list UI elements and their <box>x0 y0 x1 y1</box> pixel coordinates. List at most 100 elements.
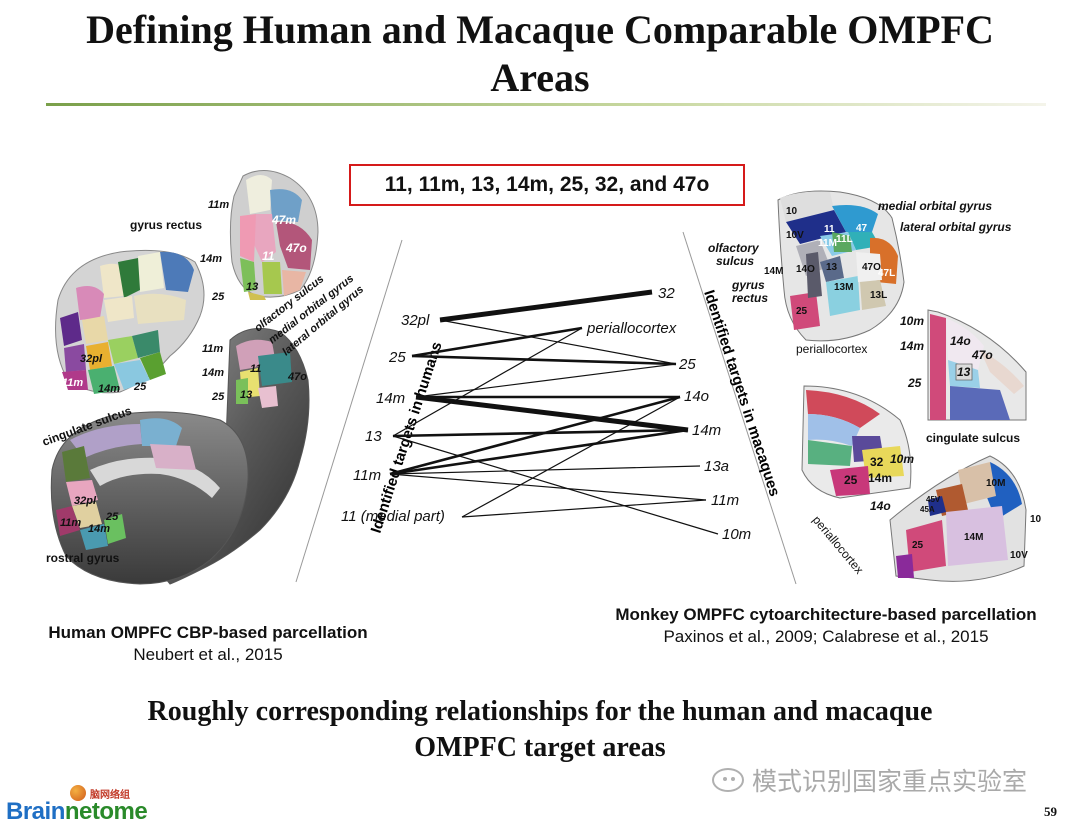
mb-label: rectus <box>732 291 768 305</box>
mapping-link <box>389 465 701 475</box>
hb-label: 25 <box>211 391 225 403</box>
macaque-target-25: 25 <box>678 356 696 373</box>
mapping-link <box>415 394 689 433</box>
globe-icon <box>70 785 86 801</box>
hb-label: 11m <box>202 343 223 355</box>
macaque-target-11m: 11m <box>711 492 739 509</box>
macaque-target-13a: 13a <box>704 458 729 475</box>
hb-label: gyrus rectus <box>130 218 202 232</box>
mb-label: olfactory <box>708 241 760 255</box>
mb-label: 10m <box>890 452 914 466</box>
hb-label: 25 <box>133 381 147 393</box>
mb-label: 10M <box>986 478 1005 489</box>
mapping-link <box>461 499 707 518</box>
mb-label: medial orbital gyrus <box>878 199 992 213</box>
mapping-link <box>411 354 677 366</box>
hb-label: 11 <box>262 249 275 263</box>
mb-label: 25 <box>844 473 858 487</box>
hb-label: 11 <box>250 363 261 375</box>
hb-label: 47o <box>285 241 307 255</box>
mapping-link <box>439 289 653 323</box>
mapping-link <box>392 435 719 535</box>
hb-label: 11m <box>208 199 229 211</box>
mb-label: 10 <box>1030 514 1042 525</box>
monkey-caption: Monkey OMPFC cytoarchitecture-based parc… <box>615 605 1037 646</box>
mapping-link <box>389 395 681 476</box>
monkey-medial-wedge <box>927 309 1027 421</box>
macaque-target-labels: 32 periallocortex 25 14o 14m 13a 11m 10m <box>586 285 751 543</box>
human-caption: Human OMPFC CBP-based parcellation Neube… <box>48 623 368 664</box>
mb-label: 47o <box>971 348 993 362</box>
mb-label: 13 <box>826 262 838 273</box>
brainnetome-logo: 脑网络组 Brainnetome <box>6 785 148 825</box>
mb-label: 14o <box>870 499 891 513</box>
mb-label: 45V <box>926 495 941 504</box>
hb-label: 14m <box>200 253 222 265</box>
mb-label: 47L <box>878 268 895 279</box>
macaque-target-10m: 10m <box>722 526 751 543</box>
hb-label: 47o <box>287 371 307 383</box>
target-areas-box: 11, 11m, 13, 14m, 25, 32, and 47o <box>349 164 745 206</box>
title-underline <box>46 103 1046 106</box>
mb-label: 47O <box>862 262 881 273</box>
mapping-diagram: Identified targets in humans Identified … <box>295 231 797 585</box>
mb-label: 11L <box>836 234 853 245</box>
hb-label: 25 <box>211 291 225 303</box>
mapping-link <box>461 396 681 518</box>
wechat-icon <box>712 768 744 792</box>
human-target-11-medial: 11 (medial part) <box>341 508 445 525</box>
macaque-target-periallocortex: periallocortex <box>586 320 677 337</box>
mb-label: lateral orbital gyrus <box>900 220 1012 234</box>
hb-label: 47m <box>271 213 296 227</box>
mb-label: 14m <box>868 471 892 485</box>
mb-label: 10V <box>1010 550 1028 561</box>
mb-label: 14M <box>764 266 783 277</box>
human-ventral-view <box>229 170 319 300</box>
hb-label: 13 <box>246 281 258 293</box>
mb-label: 25 <box>907 376 922 390</box>
mb-label: 11 <box>824 224 835 235</box>
hb-label: 25 <box>105 511 119 523</box>
human-lateral-view <box>55 249 205 394</box>
human-target-25: 25 <box>388 349 406 366</box>
mb-label: 14m <box>900 339 924 353</box>
monkey-brain-panels: 10 10V medial orbital gyrus lateral orbi… <box>708 190 1042 582</box>
mb-label: gyrus <box>731 278 765 292</box>
hb-label: 14m <box>88 523 110 535</box>
hb-label: 13 <box>240 389 252 401</box>
mb-label: cingulate sulcus <box>926 431 1020 445</box>
human-target-32pl: 32pl <box>401 312 430 329</box>
macaque-target-14m: 14m <box>692 422 721 439</box>
monkey-orbital-map <box>777 190 905 342</box>
mb-label: 14o <box>950 334 971 348</box>
hb-label: 11m <box>62 377 83 389</box>
human-target-13: 13 <box>365 428 382 445</box>
mb-label: 13 <box>957 365 971 379</box>
slide-title: Defining Human and Macaque Comparable OM… <box>86 7 994 100</box>
hb-label: 11m <box>60 517 81 529</box>
mb-label: 10V <box>786 230 804 241</box>
mb-label: 14O <box>796 264 815 275</box>
mb-label: 14M <box>964 532 983 543</box>
watermark: 模式识别国家重点实验室 <box>712 762 1052 798</box>
monkey-3d-view <box>889 455 1027 582</box>
mb-label: 25 <box>796 306 808 317</box>
monkey-coronal-view <box>801 385 912 499</box>
mb-label: 45A <box>920 505 935 514</box>
right-bracket <box>682 231 797 585</box>
mapping-link <box>415 363 677 398</box>
macaque-target-14o: 14o <box>684 388 709 405</box>
mapping-link <box>389 473 707 501</box>
hb-label: rostral gyrus <box>46 551 120 565</box>
left-bracket <box>295 239 403 583</box>
mb-label: periallocortex <box>810 513 867 577</box>
mb-label: sulcus <box>716 254 754 268</box>
mb-label: 13L <box>870 290 887 301</box>
macaque-target-32: 32 <box>658 285 675 302</box>
human-target-14m: 14m <box>376 390 405 407</box>
mapping-links <box>389 289 719 535</box>
conclusion-text: Roughly corresponding relationships for … <box>147 696 933 763</box>
hb-label: 14m <box>202 367 224 379</box>
mb-label: 13M <box>834 282 853 293</box>
mapping-link <box>392 327 583 437</box>
